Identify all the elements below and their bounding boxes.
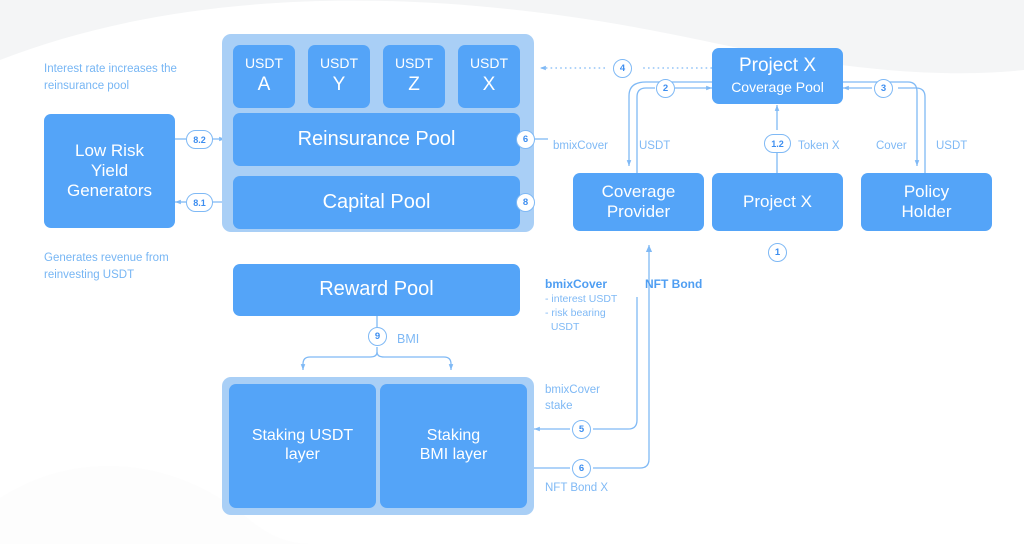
edge-label-bmixcover: bmixCover: [553, 140, 608, 152]
token-label-top: USDT: [319, 55, 359, 72]
edge-label-nft-bond: NFT Bond: [645, 277, 703, 291]
token-label-bottom: Z: [408, 73, 420, 95]
project-x-pool-title: Project X: [738, 55, 817, 77]
edge-label-cover: Cover: [876, 140, 907, 152]
badge-3[interactable]: 3: [874, 79, 893, 98]
box-capital-pool[interactable]: Capital Pool: [233, 176, 520, 229]
edge-label-usdt-coverage-provider: USDT: [639, 140, 671, 152]
badge-1[interactable]: 1: [768, 243, 787, 262]
box-low-risk-yield-generators[interactable]: Low Risk Yield Generators: [44, 114, 175, 228]
project-x-pool-subtitle: Coverage Pool: [731, 78, 824, 95]
badge-2[interactable]: 2: [656, 79, 675, 98]
token-label-top: USDT: [469, 55, 509, 72]
badge-7[interactable]: 6: [516, 130, 535, 149]
box-policy-holder[interactable]: Policy Holder: [861, 173, 992, 231]
edge-label-usdt-policy-holder: USDT: [936, 140, 968, 152]
box-staking-usdt-layer[interactable]: Staking USDT layer: [229, 384, 376, 508]
box-token-usdt-x[interactable]: USDT X: [458, 45, 520, 108]
box-token-usdt-z[interactable]: USDT Z: [383, 45, 445, 108]
badge-8[interactable]: 8: [516, 193, 535, 212]
box-reward-pool[interactable]: Reward Pool: [233, 264, 520, 316]
box-token-usdt-a[interactable]: USDT A: [233, 45, 295, 108]
badge-1-2[interactable]: 1.2: [764, 134, 791, 153]
badge-5[interactable]: 5: [572, 420, 591, 439]
box-token-usdt-y[interactable]: USDT Y: [308, 45, 370, 108]
edge-label-bmixcover-stake: bmixCover stake: [545, 384, 600, 412]
badge-9[interactable]: 9: [368, 327, 387, 346]
token-label-top: USDT: [244, 55, 284, 72]
box-reinsurance-pool[interactable]: Reinsurance Pool: [233, 113, 520, 166]
note-interest-rate: Interest rate increases the reinsurance …: [44, 63, 177, 92]
badge-8-1[interactable]: 8.1: [186, 193, 213, 212]
token-label-top: USDT: [394, 55, 434, 72]
badge-6[interactable]: 6: [572, 459, 591, 478]
edge-label-bmixcover-detail-title: bmixCover: [545, 277, 608, 291]
box-project-x-coverage-pool[interactable]: Project X Coverage Pool: [712, 48, 843, 104]
box-staking-bmi-layer[interactable]: Staking BMI layer: [380, 384, 527, 508]
badge-8-2[interactable]: 8.2: [186, 130, 213, 149]
box-project-x[interactable]: Project X: [712, 173, 843, 231]
edge-label-token-x: Token X: [798, 140, 840, 152]
note-generates-revenue: Generates revenue from reinvesting USDT: [44, 252, 169, 281]
token-label-bottom: Y: [332, 73, 346, 95]
edge-label-nft-bond-x: NFT Bond X: [545, 482, 609, 494]
edge-label-bmi: BMI: [397, 332, 420, 346]
badge-4[interactable]: 4: [613, 59, 632, 78]
token-label-bottom: X: [482, 73, 496, 95]
token-label-bottom: A: [257, 73, 271, 95]
edge-label-bmixcover-detail-lines: - interest USDT - risk bearing USDT: [545, 293, 618, 334]
box-coverage-provider[interactable]: Coverage Provider: [573, 173, 704, 231]
